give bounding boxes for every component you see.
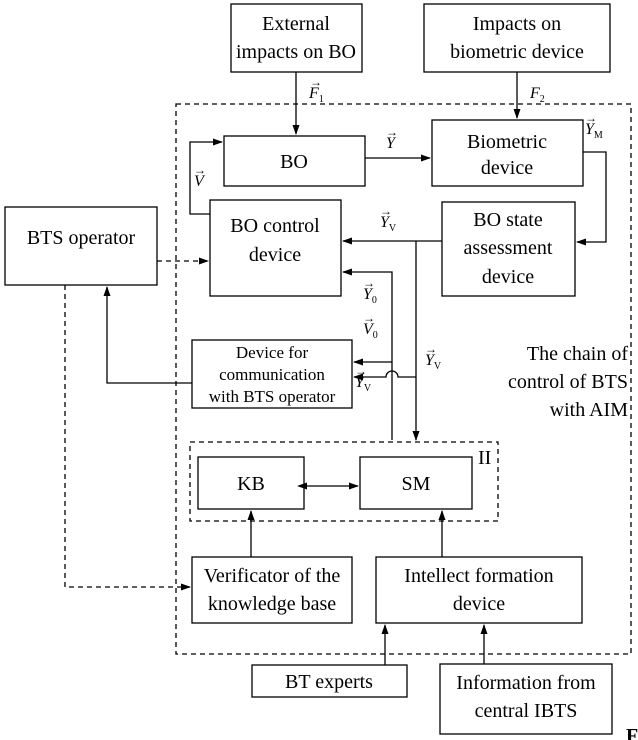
svg-text:V0: V0 [363, 321, 378, 341]
arrow-operator-to-verificator [64, 285, 191, 591]
bo-block: BO [223, 135, 366, 187]
communication-device-block: Device for communication with BTS operat… [191, 339, 353, 409]
bo-label: BO [280, 151, 308, 173]
svg-text:→: → [363, 276, 375, 290]
intellect-line2: device [453, 593, 505, 615]
verificator-line2: knowledge base [208, 593, 336, 615]
arrow-control-to-bo [189, 138, 223, 215]
svg-text:YM: YM [585, 121, 603, 141]
bt-experts-block: BT experts [251, 664, 408, 698]
svg-text:→: → [363, 311, 375, 325]
chain-label-line1: The chain of [527, 343, 628, 365]
bts-operator-block: BTS operator [4, 206, 158, 286]
bts-operator-label: BTS operator [27, 227, 136, 249]
region-ii-label: II [478, 447, 491, 469]
sm-block: SM [359, 456, 473, 510]
svg-text:→: → [386, 125, 398, 139]
kb-block: KB [197, 456, 305, 510]
chain-label-line2: control of BTS [508, 371, 628, 393]
external-impacts-block: External impacts on BO [230, 3, 363, 73]
bo-control-device-block: BO control device [209, 199, 342, 297]
symbol-yv-comm: → YV [355, 364, 372, 394]
svg-text:YV: YV [425, 352, 442, 372]
info-central-line2: central IBTS [475, 700, 578, 722]
svg-text:F1: F1 [308, 85, 324, 105]
comm-device-line3: with BTS operator [209, 387, 336, 406]
chain-region-border [175, 103, 632, 655]
svg-text:→: → [355, 364, 367, 378]
biometric-device-block: Biometric device [431, 119, 584, 187]
biometric-device-line2: device [481, 157, 533, 179]
comm-device-line1: Device for [236, 343, 309, 362]
sm-label: SM [402, 473, 431, 495]
bo-state-assessment-block: BO state assessment device [441, 201, 576, 297]
svg-text:→: → [425, 342, 437, 356]
svg-text:Y0: Y0 [363, 286, 377, 306]
biometric-device-line1: Biometric [467, 131, 547, 153]
verificator-block: Verificator of the knowledge base [191, 556, 353, 624]
impacts-biometric-block: Impacts on biometric device [423, 3, 611, 73]
svg-text:Y: Y [386, 135, 397, 152]
svg-text:YV: YV [355, 374, 372, 394]
symbol-ym: → YM [585, 111, 603, 141]
info-central-block: Information from central IBTS [439, 663, 613, 735]
svg-text:V: V [194, 173, 206, 190]
svg-text:→: → [585, 111, 597, 125]
symbol-y: → Y [386, 125, 398, 152]
svg-text:→: → [380, 204, 392, 218]
symbol-v0: → V0 [363, 311, 378, 341]
intellect-line1: Intellect formation [404, 565, 553, 587]
svg-text:→: → [310, 75, 322, 89]
external-impacts-line2: impacts on BO [236, 41, 356, 63]
arrow-comm-to-operator [103, 286, 192, 384]
verificator-line1: Verificator of the [204, 565, 341, 587]
comm-device-line2: communication [219, 365, 325, 384]
impacts-biometric-line2: biometric device [450, 41, 584, 63]
svg-text:F2: F2 [529, 85, 545, 105]
bo-control-line1: BO control [230, 215, 320, 237]
chain-label-line3: with AIM [550, 399, 629, 421]
arrow-yv-to-comm [353, 370, 416, 381]
external-impacts-line1: External [262, 13, 330, 35]
symbol-f2: F2 [529, 85, 545, 105]
bo-state-line1: BO state [473, 209, 543, 231]
bo-state-line3: device [482, 266, 534, 288]
svg-text:→: → [194, 163, 206, 177]
symbol-f1: → F1 [308, 75, 324, 105]
arrow-biometric-to-state [576, 151, 607, 246]
kb-label: KB [237, 473, 265, 495]
bo-state-line2: assessment [464, 237, 553, 259]
symbol-y0: → Y0 [363, 276, 377, 306]
bt-experts-label: BT experts [285, 671, 373, 693]
symbol-yv-trunk: → YV [425, 342, 442, 372]
symbol-v: → V [194, 163, 206, 190]
symbol-yv-top: → YV [380, 204, 397, 234]
corner-label: F [626, 725, 638, 740]
arrow-y0-to-control [342, 268, 393, 440]
region-ii-border [189, 441, 499, 522]
impacts-biometric-line1: Impacts on [473, 13, 561, 35]
info-central-line1: Information from [456, 672, 596, 694]
intellect-formation-block: Intellect formation device [375, 556, 583, 624]
svg-text:YV: YV [380, 214, 397, 234]
bo-control-line2: device [249, 244, 301, 266]
